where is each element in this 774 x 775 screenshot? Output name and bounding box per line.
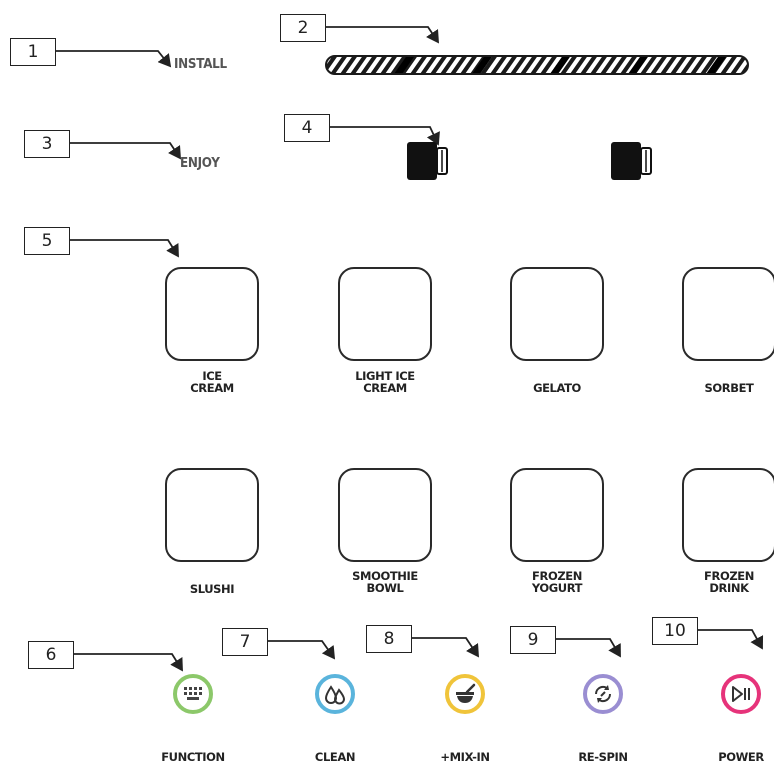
clean-label: CLEAN xyxy=(314,750,356,764)
play-pause-icon xyxy=(732,686,750,702)
callout-10: 10 xyxy=(652,617,698,645)
leader-2 xyxy=(326,26,439,44)
callout-2: 2 xyxy=(280,14,326,42)
power-button[interactable] xyxy=(721,674,761,714)
leader-6 xyxy=(74,653,183,672)
pint-icon xyxy=(611,142,652,180)
clean-button[interactable] xyxy=(315,674,355,714)
preset-label-smoothie-bowl: SMOOTHIE BOWL xyxy=(352,569,418,595)
preset-label-frozen-drink: FROZEN DRINK xyxy=(704,569,754,595)
mix-in-button[interactable] xyxy=(445,674,485,714)
preset-button-frozen-yogurt[interactable] xyxy=(510,468,604,562)
leader-4 xyxy=(330,126,440,146)
preset-label-ice-cream: ICE CREAM xyxy=(190,369,234,395)
preset-label-light-ice-cream: LIGHT ICE CREAM xyxy=(355,369,415,395)
preset-label-frozen-yogurt: FROZEN YOGURT xyxy=(531,569,583,595)
callout-5: 5 xyxy=(24,227,70,255)
bowl-spoon-icon xyxy=(456,683,476,703)
preset-label-slushi: SLUSHI xyxy=(189,582,235,596)
callout-9: 9 xyxy=(510,626,556,654)
progress-bar xyxy=(325,55,749,75)
leader-7 xyxy=(268,640,336,660)
enjoy-label: ENJOY xyxy=(180,156,220,171)
callout-4: 4 xyxy=(284,114,330,142)
preset-button-sorbet[interactable] xyxy=(682,267,774,361)
preset-button-light-ice-cream[interactable] xyxy=(338,267,432,361)
callout-1: 1 xyxy=(10,38,56,66)
water-drops-icon xyxy=(324,685,346,705)
callout-8: 8 xyxy=(366,625,412,653)
preset-button-slushi[interactable] xyxy=(165,468,259,562)
leader-8 xyxy=(412,637,479,658)
preset-label-sorbet: SORBET xyxy=(704,381,754,395)
preset-button-frozen-drink[interactable] xyxy=(682,468,774,562)
preset-button-ice-cream[interactable] xyxy=(165,267,259,361)
leader-10 xyxy=(698,629,764,650)
preset-label-gelato: GELATO xyxy=(533,381,581,395)
preset-button-smoothie-bowl[interactable] xyxy=(338,468,432,562)
leader-1 xyxy=(56,50,172,68)
respin-arrows-icon xyxy=(594,685,612,703)
keypad-icon xyxy=(184,687,202,700)
power-label: POWER xyxy=(718,750,764,764)
callout-3: 3 xyxy=(24,130,70,158)
leader-9 xyxy=(556,638,621,658)
install-label: INSTALL xyxy=(174,57,227,72)
leader-5 xyxy=(70,239,179,258)
callout-6: 6 xyxy=(28,641,74,669)
preset-button-gelato[interactable] xyxy=(510,267,604,361)
function-button[interactable] xyxy=(173,674,213,714)
callout-7: 7 xyxy=(222,628,268,656)
leader-3 xyxy=(70,142,181,160)
re-spin-button[interactable] xyxy=(583,674,623,714)
pint-icon xyxy=(407,142,448,180)
function-label: FUNCTION xyxy=(161,750,225,764)
mix-in-label: +MIX-IN xyxy=(440,750,490,764)
re-spin-label: RE-SPIN xyxy=(578,750,628,764)
